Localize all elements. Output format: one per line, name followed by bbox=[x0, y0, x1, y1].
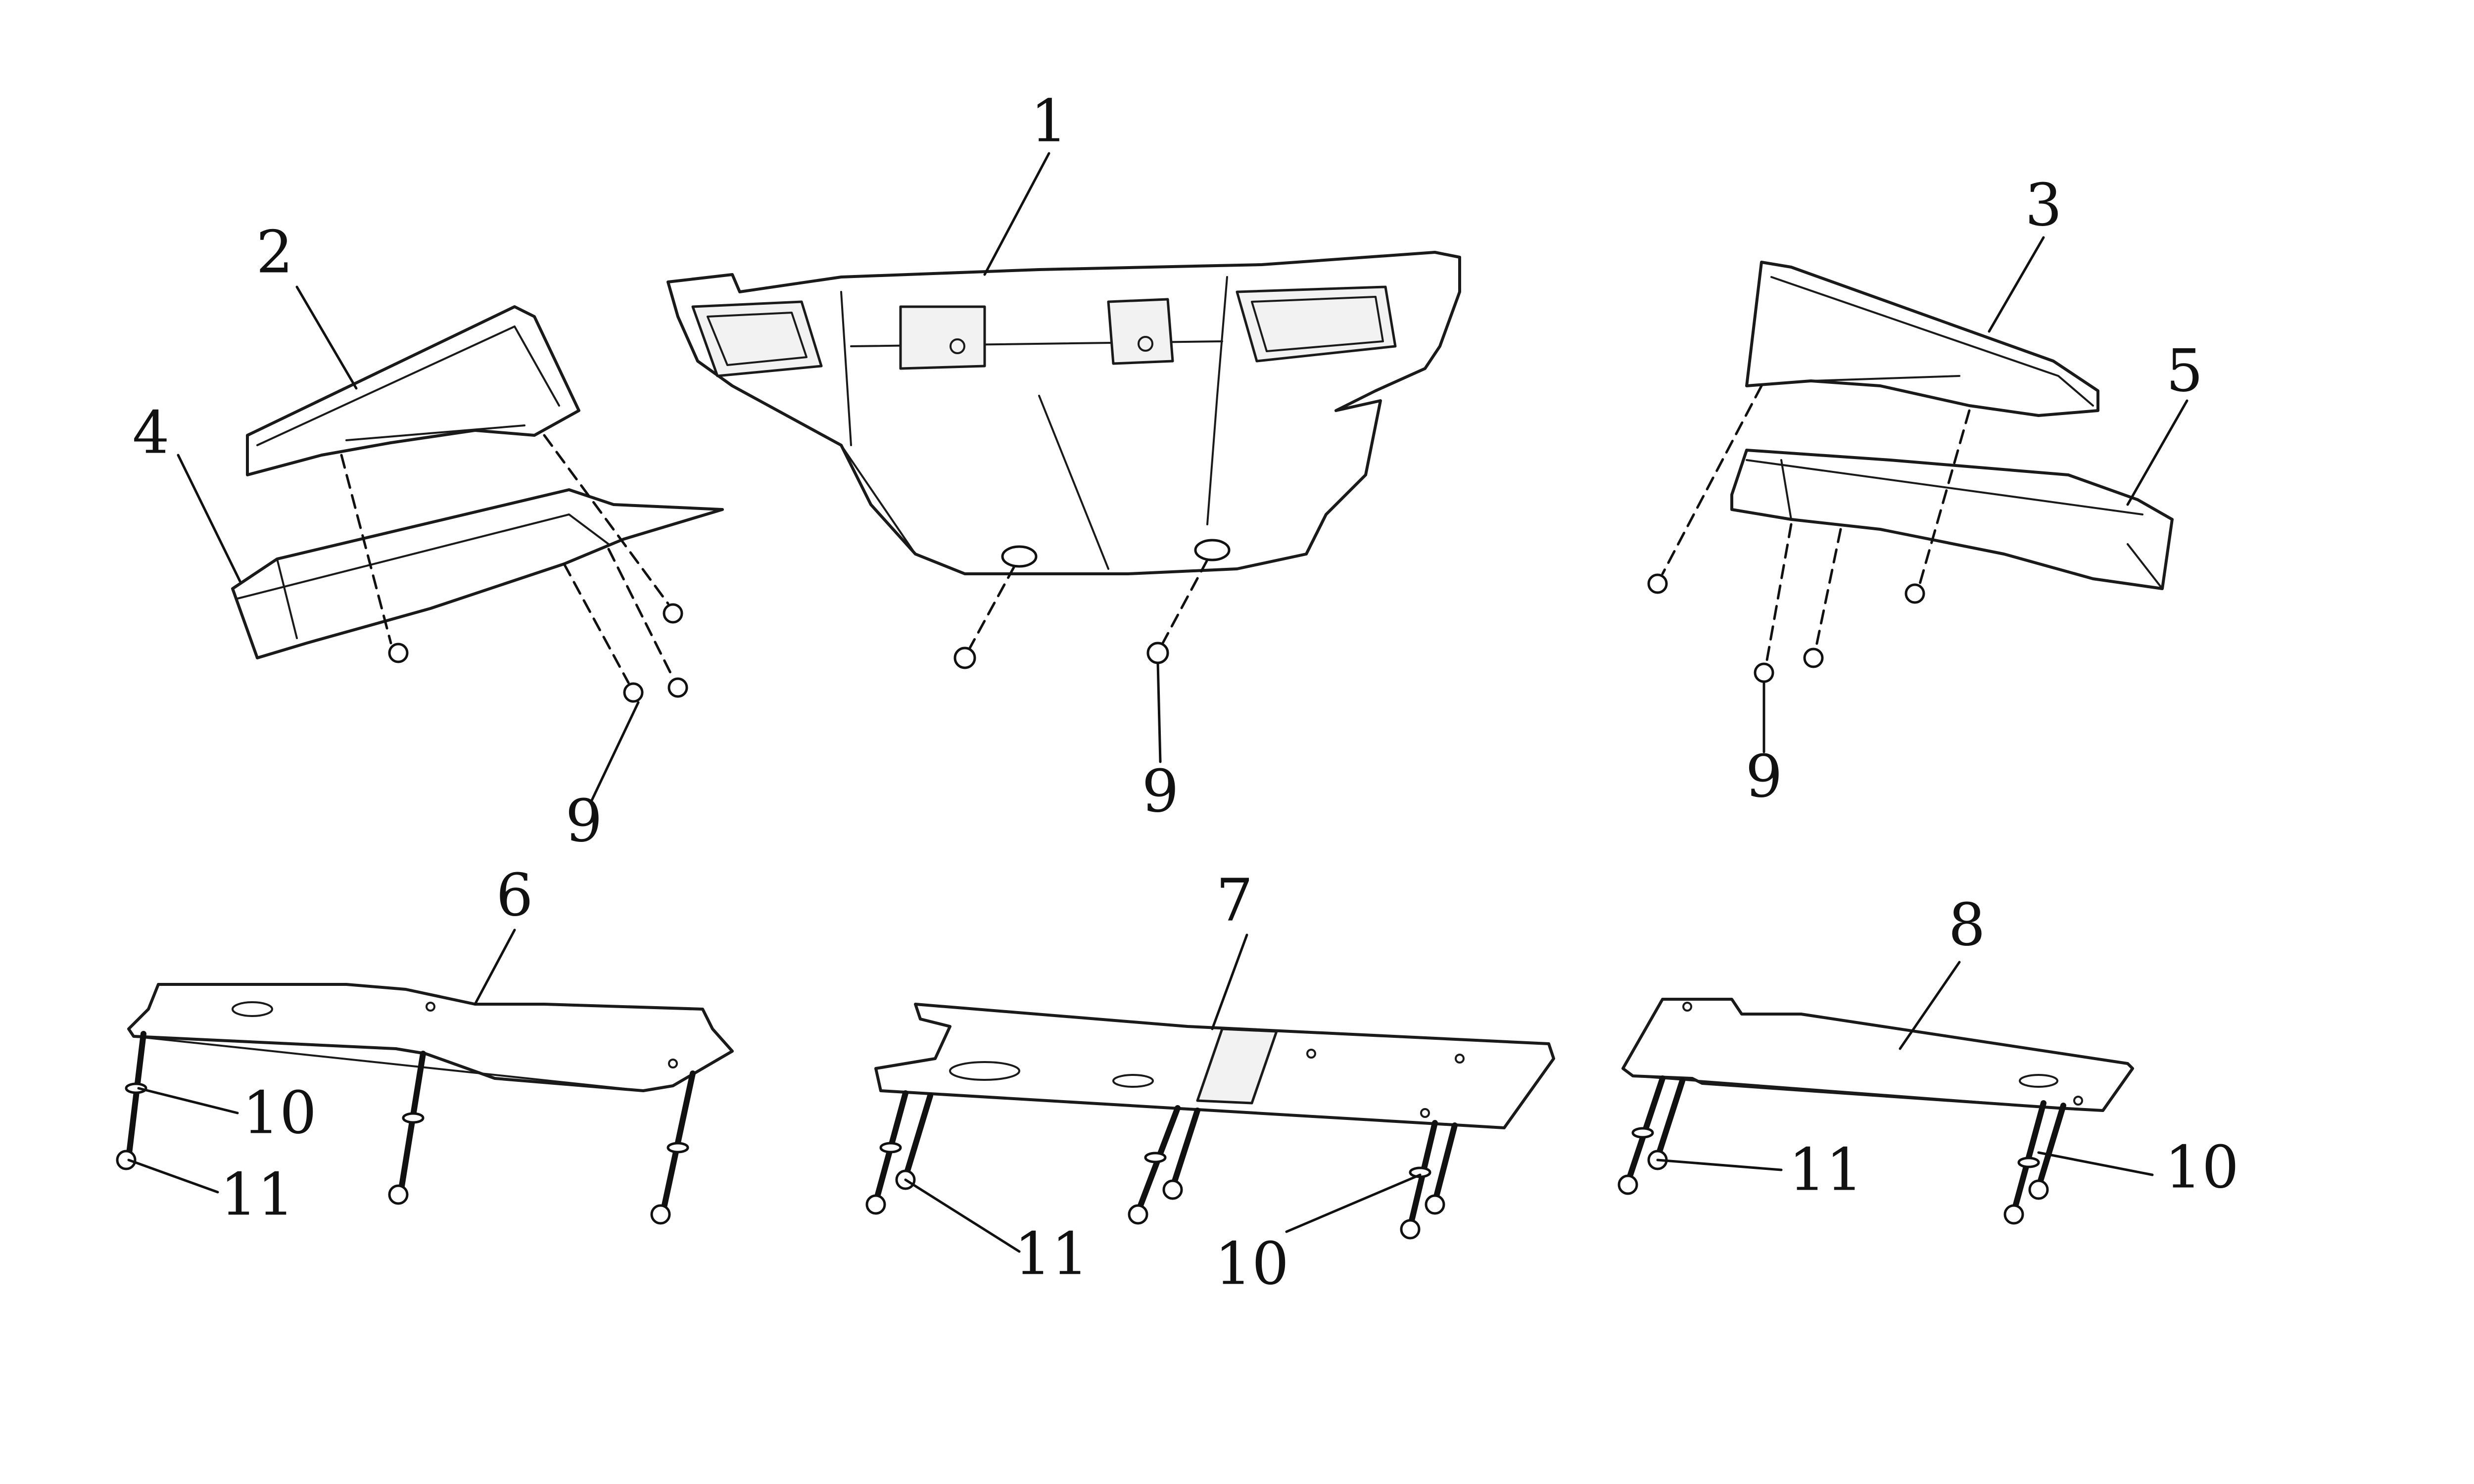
callout-6: 6 bbox=[496, 861, 533, 929]
callout-9-left: 9 bbox=[565, 787, 602, 855]
callout-10-left: 10 bbox=[242, 1079, 317, 1147]
callout-10-center: 10 bbox=[1215, 1230, 1289, 1298]
part-6-left-skid-plate bbox=[127, 928, 734, 1092]
callout-1: 1 bbox=[1030, 87, 1067, 155]
callout-3: 3 bbox=[2025, 171, 2062, 239]
part-4-left-lower-fender bbox=[177, 454, 724, 659]
callout-9-center: 9 bbox=[1142, 757, 1179, 826]
callout-11-right: 11 bbox=[1789, 1136, 1863, 1204]
part-5-right-lower-fender bbox=[1730, 399, 2189, 590]
part-1-front-fascia bbox=[666, 152, 1461, 575]
plate-bolts-10-11 bbox=[116, 1031, 2154, 1253]
callout-2: 2 bbox=[256, 218, 293, 286]
callout-5: 5 bbox=[2166, 337, 2203, 405]
callout-labels: 1 2 3 4 5 9 9 9 6 7 8 10 11 11 10 11 10 bbox=[132, 87, 2239, 1298]
callout-11-center: 11 bbox=[1014, 1220, 1089, 1288]
callout-8: 8 bbox=[1948, 891, 1985, 959]
callout-11-left: 11 bbox=[220, 1160, 294, 1229]
callout-4: 4 bbox=[132, 399, 169, 467]
callout-7: 7 bbox=[1216, 866, 1253, 934]
part-3-right-upper-fender bbox=[1745, 236, 2099, 417]
part-2-left-upper-fender bbox=[246, 285, 580, 476]
part-8-right-skid-plate bbox=[1621, 961, 2134, 1112]
fastener-bolts-9 bbox=[340, 384, 1971, 803]
part-7-center-skid-plate bbox=[874, 933, 1555, 1129]
callout-10-right: 10 bbox=[2165, 1133, 2239, 1202]
callout-9-right: 9 bbox=[1745, 742, 1782, 811]
